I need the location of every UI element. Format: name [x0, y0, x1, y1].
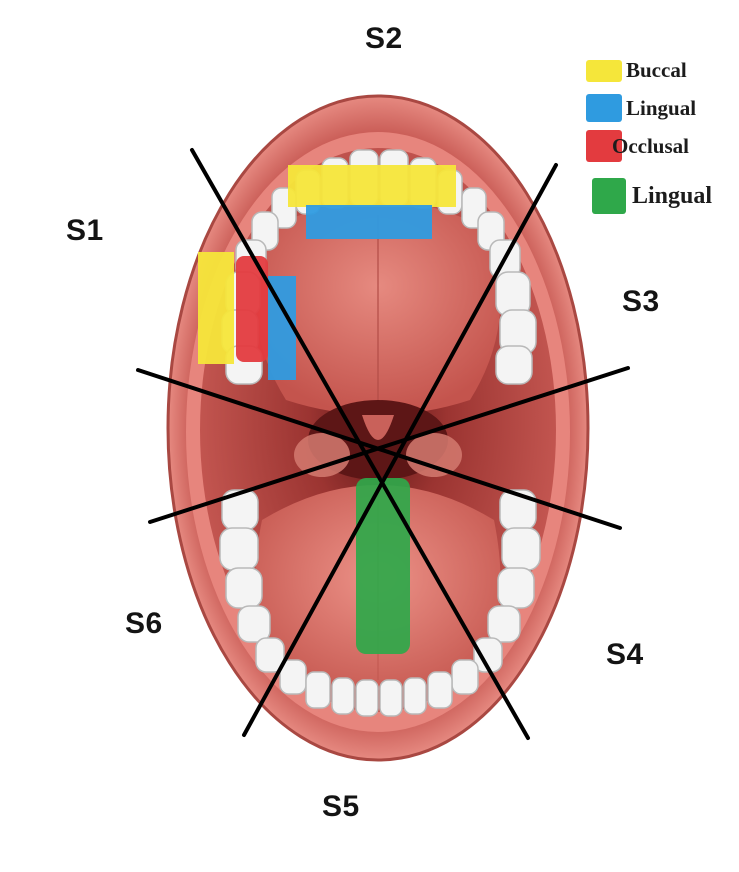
sextant-label-s4: S4	[606, 638, 644, 672]
buccal-highlight-upper-front	[288, 165, 456, 207]
legend-item-lingual: Lingual	[586, 94, 696, 122]
legend-swatch-blue	[586, 94, 622, 122]
legend-label: Lingual	[626, 96, 696, 121]
sextant-label-s5: S5	[322, 790, 360, 824]
tonsil-left	[294, 433, 350, 477]
sextant-label-s3: S3	[622, 285, 660, 319]
sextant-label-s1: S1	[66, 214, 104, 248]
legend-item-occlusal: Occlusal	[586, 130, 689, 162]
legend-swatch-yellow	[586, 60, 622, 82]
legend-item-buccal: Buccal	[586, 58, 687, 83]
legend-label: Buccal	[626, 58, 687, 83]
legend-label: Occlusal	[612, 134, 689, 159]
buccal-highlight-upper-left	[198, 252, 234, 364]
lingual-highlight-tongue	[356, 478, 410, 654]
sextant-label-s6: S6	[125, 607, 163, 641]
tonsil-right	[406, 433, 462, 477]
sextant-label-s2: S2	[365, 22, 403, 56]
legend-item-lingual-tongue: Lingual	[592, 178, 739, 214]
lingual-highlight-upper-front	[306, 205, 432, 239]
legend-label: Lingual	[632, 183, 712, 210]
legend-swatch-green	[592, 178, 626, 214]
